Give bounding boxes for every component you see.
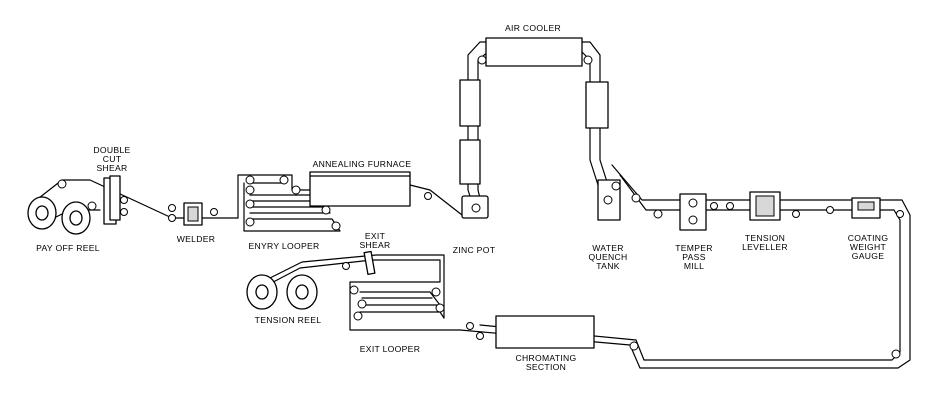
label-air-cooler: AIR COOLER [505,23,561,33]
label-chromating-section-2: SECTION [526,362,566,372]
label-pay-off-reel: PAY OFF REEL [36,243,100,253]
label-tension-leveller-1: TENSION [745,233,785,243]
welder [168,202,218,226]
zinc-pot [461,195,489,219]
chromating-section [466,315,595,349]
label-exit-shear-2: SHEAR [359,240,390,250]
label-double-cut-shear-1: DOUBLE [93,145,130,155]
label-water-quench-tank-3: TANK [596,261,619,271]
labels: DOUBLE CUT SHEAR PAY OFF REEL WELDER ENY… [36,23,888,372]
label-temper-pass-mill-1: TEMPER [675,243,713,253]
label-entry-looper: ENYRY LOOPER [248,241,319,251]
label-temper-pass-mill-3: MILL [684,261,704,271]
exit-shear [342,250,376,276]
tension-reel [246,274,318,310]
label-annealing-furnace: ANNEALING FURNACE [313,159,412,169]
exit-looper [349,285,445,321]
bridle-rolls [631,193,663,219]
label-coating-weight-gauge-3: GAUGE [852,251,885,261]
label-tension-leveller-2: LEVELLER [742,242,788,252]
label-exit-looper: EXIT LOOPER [360,344,420,354]
return-rolls [629,341,901,359]
air-cooler [459,37,609,185]
label-water-quench-tank-2: QUENCH [588,252,627,262]
label-temper-pass-mill-2: PASS [682,252,706,262]
double-cut-shear [103,175,128,225]
tension-leveller [726,191,800,221]
label-double-cut-shear-2: CUT [103,154,122,164]
label-coating-weight-gauge-2: WEIGHT [850,242,887,252]
coating-weight-gauge [826,197,904,219]
label-water-quench-tank-1: WATER [592,243,624,253]
label-coating-weight-gauge-1: COATING [848,233,889,243]
label-tension-reel: TENSION REEL [255,315,322,325]
pay-off-reel [27,179,97,235]
label-exit-shear-1: EXIT [365,231,386,241]
temper-pass-mill [679,193,718,231]
label-chromating-section-1: CHROMATING [515,353,576,363]
water-quench-tank [597,179,621,221]
label-double-cut-shear-3: SHEAR [96,163,127,173]
entry-looper [245,175,341,231]
label-welder: WELDER [177,234,216,244]
annealing-furnace [309,171,432,207]
label-zinc-pot: ZINC POT [453,245,496,255]
